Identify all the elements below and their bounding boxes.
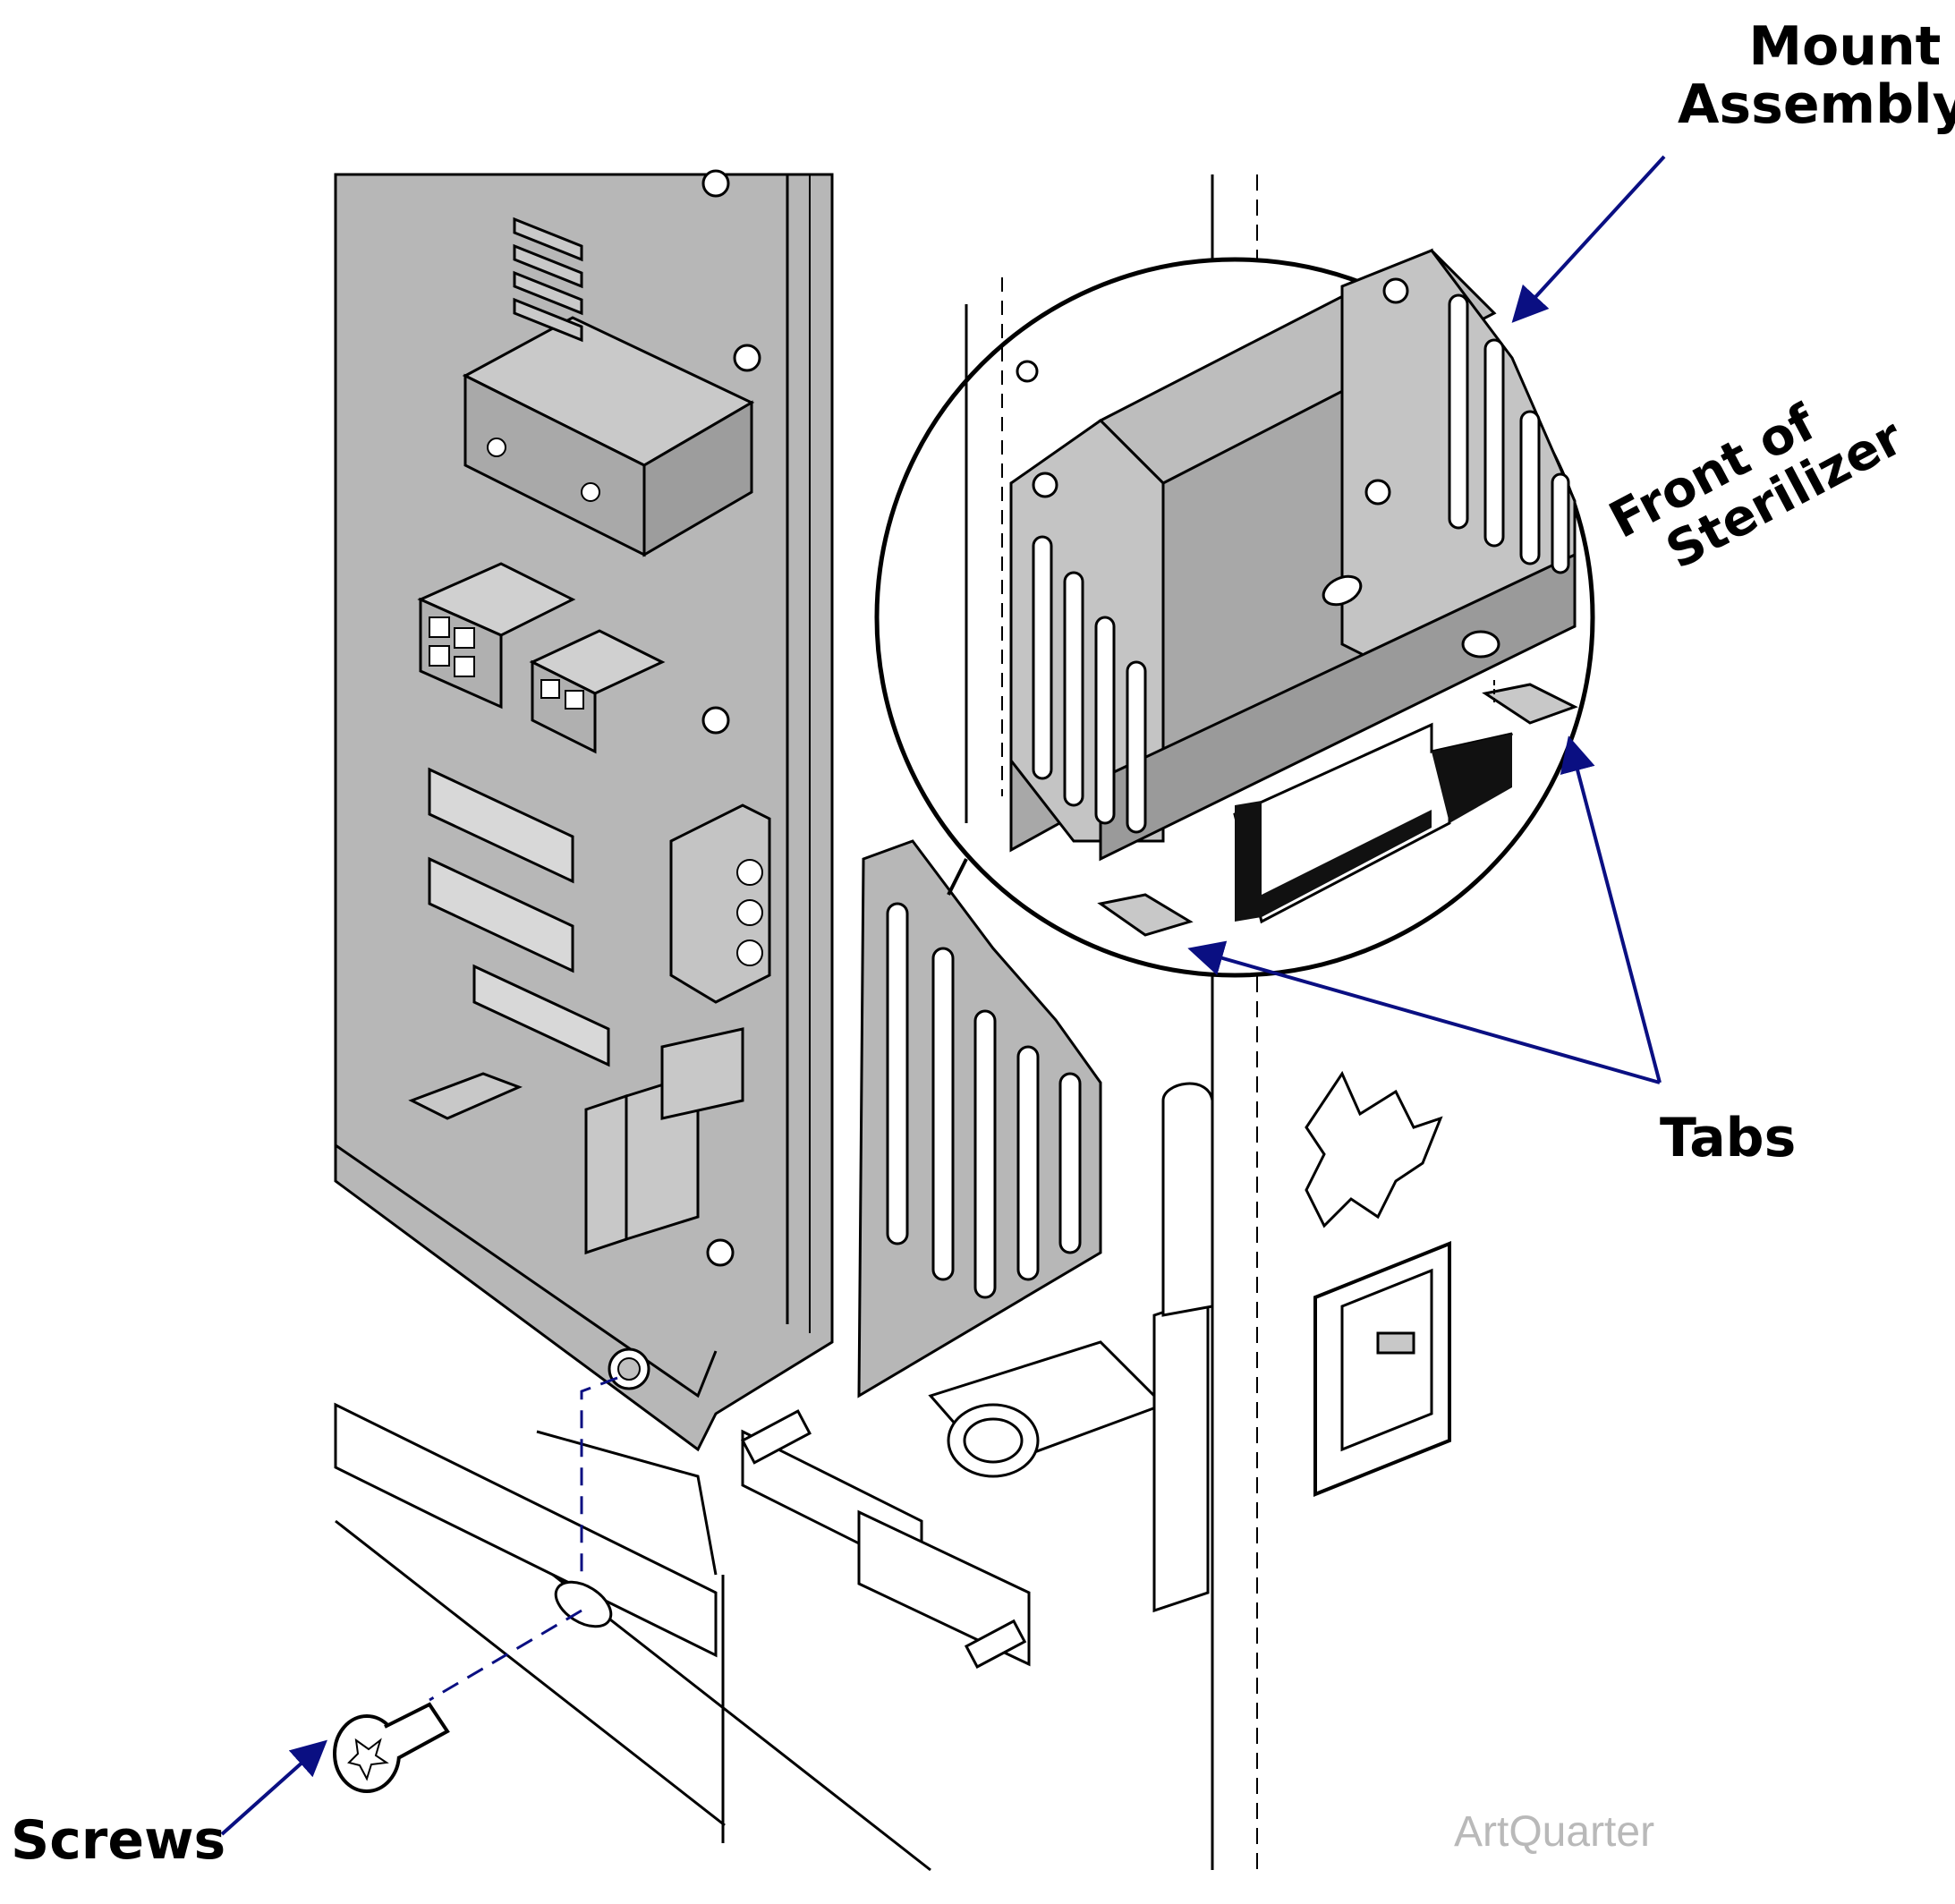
mount-assembly-detail [1009,248,1577,862]
relay-component [462,316,755,557]
star-washer [1305,1070,1443,1228]
tab-rear-leader [1187,940,1661,1084]
mounting-slot [554,1580,613,1628]
tabs-label: Tabs [1660,1107,1797,1169]
lower-components [408,1027,744,1255]
leader-arrows [220,155,1666,1836]
power-inlet [1313,1241,1451,1497]
solenoid-valve [740,1082,1214,1669]
six-pin-connector [417,562,576,710]
screw-alignment-dashline [429,1376,618,1702]
tab-front [1482,680,1578,725]
mount-assembly-label: Mount Assembly [1678,18,1955,134]
control-board-panel [334,169,834,1452]
four-pin-connector [529,629,666,754]
slide-direction-arrow [1233,722,1513,924]
mount-assembly-leader [1511,155,1666,323]
fuse-holders [428,767,610,1067]
detail-zoom-circle [874,248,1595,978]
tab-front-leader [1560,735,1662,1084]
mount-bracket-installed [857,839,1102,1398]
base-plate [334,1402,718,1658]
screws-leader [220,1739,327,1836]
screw-part [333,1702,450,1793]
tab-rear [1097,893,1194,937]
watermark-text: ArtQuarter [1454,1808,1655,1856]
board-screws [701,169,761,1267]
heat-sink [513,217,583,343]
mount-label-line2: Assembly [1678,72,1955,136]
terminal-block [669,803,771,1004]
screws-label: Screws [11,1809,226,1872]
mount-label-line1: Mount [1748,15,1942,78]
